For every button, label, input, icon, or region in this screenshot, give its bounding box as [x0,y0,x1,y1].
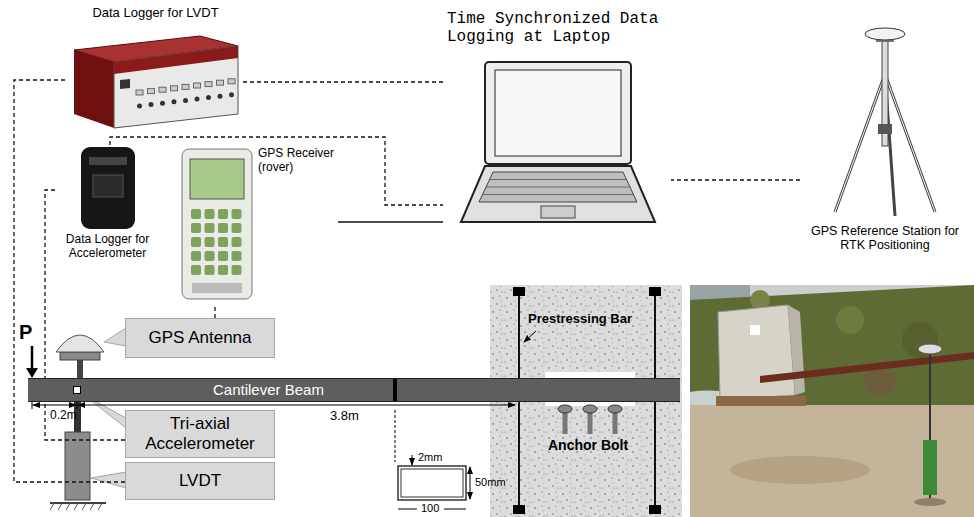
box-label: GPS Antenna [148,328,251,348]
gps-antenna-symbol [56,335,104,378]
dimension-label: 0.2m [50,409,77,422]
callout-pointer [91,472,126,488]
laptop-device: Time Synchronized Data Logging at Laptop [443,10,671,232]
load-arrow [26,346,38,378]
device-label: GPS Reference Station for RTK Positionin… [800,224,970,253]
data-logger-device-picture [68,6,243,130]
device-label: Data Logger for Accelerometer [55,233,160,261]
part-label: Prestressing Bar [528,312,632,326]
callout-box: GPS Antenna [125,318,275,358]
signal-cable [671,179,800,180]
accelerometer-symbol [73,386,81,394]
box-label: Tri-axial Accelerometer [132,414,268,453]
dimension-label: 3.8m [330,409,359,423]
dimension-label: 50mm [475,477,506,489]
signal-cable [214,305,215,318]
dimension-label: 100 [421,503,439,515]
callout-box: Tri-axial Accelerometer [125,410,275,458]
signal-cable [243,81,443,82]
dimension-label: 2mm [418,452,442,464]
callout-box: LVDT [125,462,275,500]
data-logger-device: Data Logger for LVDT [68,6,243,130]
part-label: Anchor Bolt [548,438,628,453]
lvdt-symbol [50,402,106,510]
signal-cable [110,137,443,205]
site-photo [690,285,974,517]
cantilever-beam: Cantilever Beam [28,378,680,402]
device-label: GPS Receiver (rover) [258,147,338,175]
gps-reference-station: GPS Reference Station for RTK Positionin… [800,24,970,268]
callout-pointer [104,328,126,346]
device-label: Time Synchronized Data Logging at Laptop [447,10,669,47]
signal-cable [14,80,125,482]
beam-cross-section [395,410,470,509]
load-symbol: P [19,322,32,343]
box-label: LVDT [179,471,221,491]
gps-receiver-device: GPS Receiver (rover) [178,145,338,305]
data-logger-device: Data Logger for Accelerometer [55,145,160,267]
signal-cable [338,221,443,222]
device-label: Data Logger for LVDT [68,6,243,21]
section-marker [393,379,397,401]
box-label: Cantilever Beam [213,381,324,398]
